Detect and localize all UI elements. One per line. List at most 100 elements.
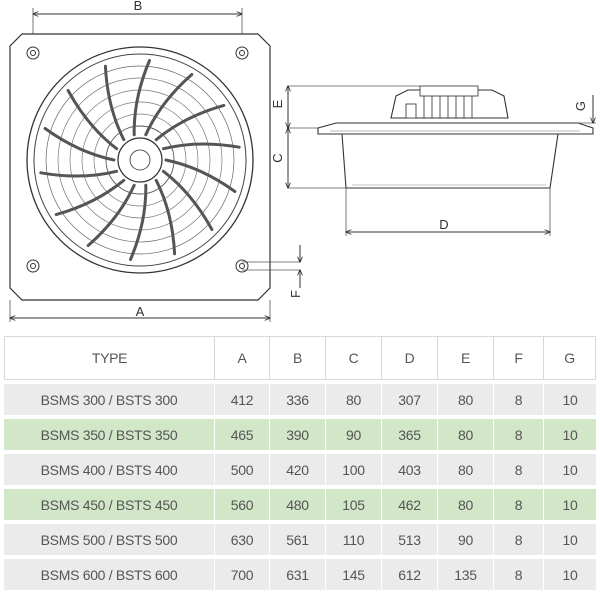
header-e: E — [437, 336, 493, 380]
guard-spoke — [132, 59, 151, 137]
guard-spoke — [161, 142, 241, 151]
cell-f: 8 — [493, 419, 543, 450]
header-c: C — [325, 336, 381, 380]
hole-bottom-right — [235, 259, 249, 273]
guard-spoke — [154, 178, 177, 256]
front-view: B — [10, 0, 303, 322]
header-a: A — [214, 336, 269, 380]
header-g: G — [543, 336, 596, 380]
dimension-b-label: B — [134, 0, 143, 13]
cell-a: 500 — [214, 454, 269, 485]
cell-type: BSMS 350 / BSTS 350 — [4, 419, 214, 450]
cell-g: 10 — [543, 384, 596, 415]
guard-spoke — [86, 183, 136, 247]
cell-g: 10 — [543, 559, 596, 590]
cell-a: 412 — [214, 384, 269, 415]
motor-fins — [423, 96, 473, 118]
cell-f: 8 — [493, 454, 543, 485]
dimension-a-label: A — [136, 304, 145, 319]
cell-g: 10 — [543, 489, 596, 520]
cell-d: 513 — [381, 524, 437, 555]
guard-spoke — [66, 89, 119, 151]
cell-e: 80 — [437, 384, 493, 415]
dimension-g-label: G — [573, 101, 588, 111]
mounting-holes — [26, 46, 249, 273]
motor-hub — [117, 137, 163, 183]
cell-c: 105 — [325, 489, 381, 520]
dimension-f-label: F — [288, 290, 303, 298]
guard-spoke — [39, 169, 119, 178]
guard-spoke — [144, 73, 194, 137]
cell-b: 420 — [269, 454, 325, 485]
motor-housing — [390, 89, 509, 119]
dimension-c-label: C — [270, 153, 285, 162]
cell-e: 80 — [437, 489, 493, 520]
cell-e: 90 — [437, 524, 493, 555]
table-header-row: TYPE A B C D E F G — [4, 336, 596, 380]
technical-drawing: B — [0, 0, 596, 322]
guard-spoke — [154, 103, 226, 142]
side-flange — [317, 122, 594, 135]
cell-d: 612 — [381, 559, 437, 590]
header-f: F — [493, 336, 543, 380]
cell-b: 336 — [269, 384, 325, 415]
cell-d: 403 — [381, 454, 437, 485]
side-view: E C G D — [270, 86, 596, 236]
cell-b: 390 — [269, 419, 325, 450]
cell-type: BSMS 500 / BSTS 500 — [4, 524, 214, 555]
guard-spoke — [54, 178, 126, 217]
header-d: D — [381, 336, 437, 380]
fan-guard — [26, 46, 254, 274]
guard-spoke — [164, 158, 237, 193]
cell-f: 8 — [493, 489, 543, 520]
motor-cap — [419, 85, 479, 97]
guard-spoke — [129, 183, 148, 261]
cell-c: 145 — [325, 559, 381, 590]
cell-g: 10 — [543, 419, 596, 450]
cell-a: 560 — [214, 489, 269, 520]
cell-f: 8 — [493, 524, 543, 555]
hole-top-right — [235, 46, 249, 60]
terminal-box — [405, 103, 417, 119]
cell-c: 90 — [325, 419, 381, 450]
guard-spoke — [103, 64, 126, 142]
hole-top-left — [26, 46, 40, 60]
cell-d: 307 — [381, 384, 437, 415]
cell-e: 80 — [437, 454, 493, 485]
header-b: B — [269, 336, 325, 380]
dimension-e-label: E — [270, 99, 285, 108]
guard-spoke — [43, 127, 116, 162]
cell-d: 462 — [381, 489, 437, 520]
header-type: TYPE — [4, 336, 214, 380]
cell-a: 630 — [214, 524, 269, 555]
cell-g: 10 — [543, 454, 596, 485]
cell-c: 80 — [325, 384, 381, 415]
cell-b: 631 — [269, 559, 325, 590]
cell-c: 110 — [325, 524, 381, 555]
cell-type: BSMS 450 / BSTS 450 — [4, 489, 214, 520]
cell-e: 135 — [437, 559, 493, 590]
dimension-d-label: D — [439, 217, 448, 232]
cell-a: 700 — [214, 559, 269, 590]
cell-f: 8 — [493, 384, 543, 415]
cell-e: 80 — [437, 419, 493, 450]
cell-a: 465 — [214, 419, 269, 450]
cell-type: BSMS 400 / BSTS 400 — [4, 454, 214, 485]
cell-type: BSMS 600 / BSTS 600 — [4, 559, 214, 590]
cell-f: 8 — [493, 559, 543, 590]
cell-c: 100 — [325, 454, 381, 485]
guard-spoke — [161, 169, 214, 231]
cell-b: 480 — [269, 489, 325, 520]
cell-b: 561 — [269, 524, 325, 555]
fan-drawing-svg: B — [0, 0, 596, 322]
hole-bottom-left — [26, 259, 40, 273]
cell-g: 10 — [543, 524, 596, 555]
cell-type: BSMS 300 / BSTS 300 — [4, 384, 214, 415]
